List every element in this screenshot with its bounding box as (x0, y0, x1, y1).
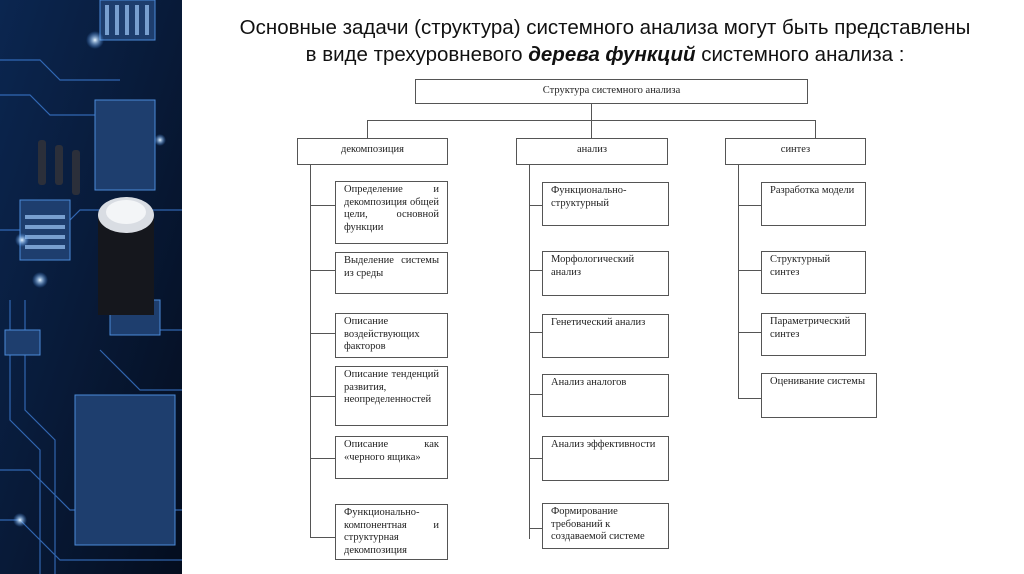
analysis-item: Формирование требований к создаваемой си… (542, 503, 669, 549)
branch-decomposition: декомпозиция (297, 138, 448, 165)
title-emphasis: дерева функций (528, 43, 696, 66)
spine-synthesis (738, 165, 739, 399)
tick (529, 205, 542, 206)
root-connector (591, 103, 592, 120)
synthesis-item: Структурный синтез (761, 251, 866, 294)
tick (529, 458, 542, 459)
tick (738, 205, 761, 206)
title-line-2: в виде трехуровневого дерева функций сис… (190, 41, 1020, 68)
tick (310, 205, 335, 206)
function-tree-diagram: Структура системного анализа декомпозици… (285, 76, 885, 562)
decomposition-item: Описание воздействующих факторов (335, 313, 448, 358)
tick (738, 270, 761, 271)
analysis-item: Анализ аналогов (542, 374, 669, 417)
analysis-item: Функционально-структурный (542, 182, 669, 226)
decomposition-item: Определение и декомпозиция общей цели, о… (335, 181, 448, 244)
tick (529, 528, 542, 529)
tick (310, 396, 335, 397)
branch-drop-3 (815, 120, 816, 138)
branch-drop-2 (591, 120, 592, 138)
title-line-2-prefix: в виде трехуровневого (305, 43, 529, 66)
spine-analysis (529, 165, 530, 539)
tick (738, 398, 761, 399)
tick (310, 537, 335, 538)
decomposition-item: Описание как «черного ящика» (335, 436, 448, 479)
tick (310, 458, 335, 459)
spine-decomposition (310, 165, 311, 538)
title-line-2-suffix: системного анализа : (695, 43, 905, 66)
tick (738, 332, 761, 333)
analysis-item: Морфологический анализ (542, 251, 669, 296)
analysis-item: Генетический анализ (542, 314, 669, 358)
tick (529, 270, 542, 271)
branch-drop-1 (367, 120, 368, 138)
slide-title: Основные задачи (структура) системного а… (190, 14, 1020, 68)
synthesis-item: Разработка модели (761, 182, 866, 226)
branch-analysis: анализ (516, 138, 668, 165)
tick (529, 332, 542, 333)
root-node: Структура системного анализа (415, 79, 808, 104)
branch-synthesis: синтез (725, 138, 866, 165)
synthesis-item: Параметрический синтез (761, 313, 866, 356)
tick (310, 270, 335, 271)
tick (310, 333, 335, 334)
analysis-item: Анализ эффективности (542, 436, 669, 481)
circuit-board-image (0, 0, 182, 574)
tick (529, 394, 542, 395)
title-line-1: Основные задачи (структура) системного а… (239, 16, 971, 39)
decomposition-item: Функционально-компонентная и структурная… (335, 504, 448, 560)
decomposition-item: Выделение системы из среды (335, 252, 448, 294)
decomposition-item: Описание тенденций развития, неопределен… (335, 366, 448, 426)
synthesis-item: Оценивание системы (761, 373, 877, 418)
